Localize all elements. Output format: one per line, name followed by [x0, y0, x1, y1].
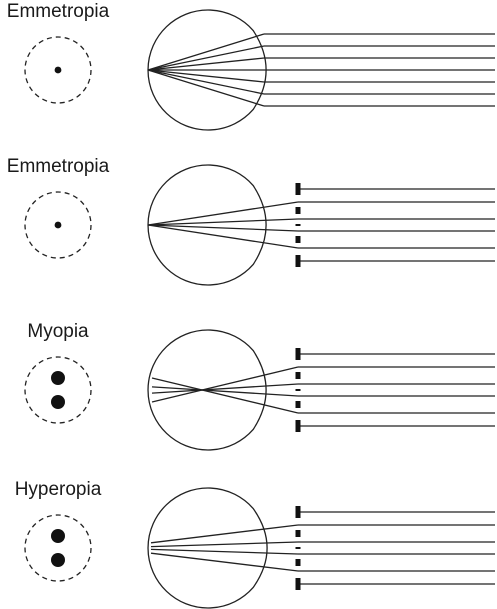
panel-1: Emmetropia	[7, 1, 495, 131]
image-point-icon	[51, 395, 65, 409]
pinhole-screen-icon	[295, 224, 301, 226]
blur-circle-icon	[24, 514, 92, 582]
pinhole-screen-icon	[295, 401, 301, 408]
refracted-ray	[147, 201, 299, 226]
refracted-ray	[147, 224, 299, 249]
refracted-ray	[147, 45, 265, 71]
pinhole-screen-icon	[295, 207, 301, 214]
panel-label: Emmetropia	[7, 1, 110, 22]
refracted-ray	[151, 377, 299, 414]
pinhole-screen-icon	[295, 255, 301, 267]
pinhole-screen-icon	[295, 578, 301, 590]
refracted-ray	[147, 33, 265, 71]
image-point-icon	[51, 371, 65, 385]
refracted-ray	[150, 541, 299, 548]
panel-label: Myopia	[27, 321, 89, 342]
blur-circle-icon	[24, 356, 92, 424]
eye-outline	[147, 487, 268, 609]
refracted-ray	[147, 218, 299, 226]
panel-label: Hyperopia	[15, 479, 102, 500]
refracted-ray	[147, 224, 299, 232]
eye-outline	[147, 164, 267, 286]
pinhole-screen-icon	[295, 236, 301, 243]
panel-2: Emmetropia	[7, 156, 495, 286]
pinhole-screen-icon	[295, 506, 301, 518]
refracted-ray	[151, 383, 299, 394]
refracted-ray	[147, 69, 265, 95]
refracted-ray	[150, 548, 299, 555]
pinhole-screen-icon	[295, 348, 301, 360]
refracted-ray	[147, 57, 265, 71]
image-point-icon	[54, 66, 62, 74]
pinhole-screen-icon	[295, 389, 301, 391]
refracted-ray	[150, 524, 299, 544]
image-point-icon	[54, 221, 62, 229]
panel-4: Hyperopia	[15, 479, 495, 609]
blur-circle-icon	[24, 36, 92, 104]
pinhole-screen-icon	[295, 183, 301, 195]
pinhole-screen-icon	[295, 530, 301, 537]
pinhole-screen-icon	[295, 547, 301, 549]
panel-3: Myopia	[24, 321, 495, 451]
refracted-ray	[150, 552, 299, 572]
blur-circle-icon	[24, 191, 92, 259]
refracted-ray	[151, 386, 299, 397]
image-point-icon	[51, 529, 65, 543]
refracted-ray	[147, 69, 265, 83]
panel-label: Emmetropia	[7, 156, 110, 177]
pinhole-screen-icon	[295, 372, 301, 379]
refracted-ray	[147, 69, 265, 107]
pinhole-screen-icon	[295, 420, 301, 432]
pinhole-screen-icon	[295, 559, 301, 566]
refracted-ray	[151, 366, 299, 403]
image-point-icon	[51, 553, 65, 567]
